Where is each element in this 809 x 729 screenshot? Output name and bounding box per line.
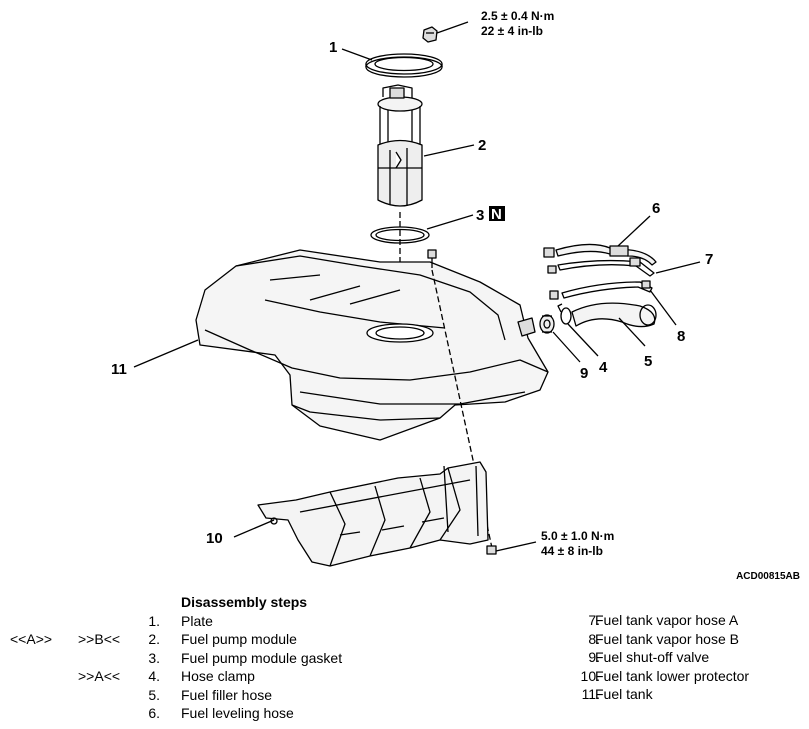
fuel-shut-off-valve	[539, 314, 555, 334]
step-label: Fuel shut-off valve	[595, 649, 710, 665]
callout-leader-11	[133, 339, 199, 368]
step-label: Fuel tank lower protector	[595, 667, 750, 684]
new-part-badge-letter: N	[491, 206, 502, 223]
callout-leader-4	[567, 323, 599, 357]
callout-10: 10	[206, 530, 223, 547]
fuel-filler-hose	[571, 302, 657, 328]
step-ref-install: <<A>>	[10, 631, 53, 647]
callout-7: 7	[705, 251, 713, 268]
callout-leader-8	[649, 289, 677, 326]
bottom-torque-leader	[495, 541, 537, 552]
step-number: 9.	[588, 649, 600, 665]
callout-leader-5	[618, 317, 646, 347]
callout-leader-3	[426, 214, 474, 230]
step-label: Fuel leveling hose	[181, 705, 294, 721]
bottom-bolt	[486, 545, 497, 555]
fuel-tank-vapor-hose-b	[549, 280, 653, 300]
callout-9: 9	[580, 365, 588, 382]
step-label: Fuel pump module	[181, 631, 297, 647]
callout-leader-7	[655, 261, 701, 274]
bottom-torque-inlb: 44 ± 8 in-lb	[541, 544, 603, 558]
new-part-badge	[489, 206, 505, 221]
fuel-leveling-hose	[543, 243, 657, 266]
top-torque-inlb: 22 ± 4 in-lb	[481, 24, 543, 38]
bottom-torque-nm: 5.0 ± 1.0 N·m	[541, 529, 614, 543]
step-label: Fuel tank vapor hose B	[595, 630, 739, 647]
top-torque-leader	[436, 21, 469, 34]
step-label: Hose clamp	[181, 668, 255, 684]
fuel-pump-module	[377, 84, 423, 207]
steps-title: Disassembly steps	[181, 594, 308, 610]
callout-leader-6	[617, 215, 651, 247]
plate	[365, 53, 443, 78]
callout-leader-2	[423, 144, 475, 157]
fuel-tank-lower-protector	[257, 461, 489, 567]
exploded-diagram: 1 2 3 N 4 5 6 7 8 9 10 11 2.5 ± 0.4 N·m …	[111, 9, 713, 567]
step-number: 10.	[580, 667, 600, 684]
step-label: Fuel tank	[595, 686, 653, 702]
step-ref-service: >>B<<	[78, 631, 121, 647]
callout-5: 5	[644, 353, 652, 370]
callout-3: 3	[476, 207, 484, 224]
step-label: Fuel filler hose	[181, 686, 273, 703]
fuel-tank	[195, 249, 549, 441]
step-label: Plate	[181, 612, 213, 629]
callout-11: 11	[111, 361, 127, 378]
tank-bolt	[427, 249, 437, 268]
step-number: 11.	[581, 686, 600, 702]
callout-leader-9	[552, 331, 581, 363]
callout-4: 4	[599, 359, 608, 376]
step-number: 4.	[148, 668, 160, 684]
fuel-pump-module-gasket	[370, 226, 430, 244]
top-torque-nm: 2.5 ± 0.4 N·m	[481, 9, 554, 23]
step-number: 3.	[148, 649, 160, 666]
top-bolt	[422, 26, 438, 43]
step-label: Fuel pump module gasket	[181, 649, 343, 666]
step-number: 5.	[148, 686, 160, 703]
callout-1: 1	[329, 39, 337, 56]
step-number: 1.	[148, 612, 160, 629]
callout-leader-10	[233, 519, 275, 538]
step-number: 2.	[148, 631, 160, 647]
step-label: Fuel tank vapor hose A	[595, 612, 739, 628]
callout-leader-1	[341, 48, 373, 61]
callout-6: 6	[652, 200, 660, 217]
callout-8: 8	[677, 328, 685, 345]
callout-2: 2	[478, 137, 486, 154]
step-number: 7.	[588, 612, 600, 628]
step-number: 6.	[148, 705, 160, 721]
hose-clamp	[557, 303, 572, 325]
fuel-tank-vapor-hose-a	[547, 257, 655, 277]
figure-id: ACD00815AB	[736, 571, 800, 582]
step-ref-service: >>A<<	[78, 668, 121, 684]
step-number: 8.	[588, 630, 600, 647]
